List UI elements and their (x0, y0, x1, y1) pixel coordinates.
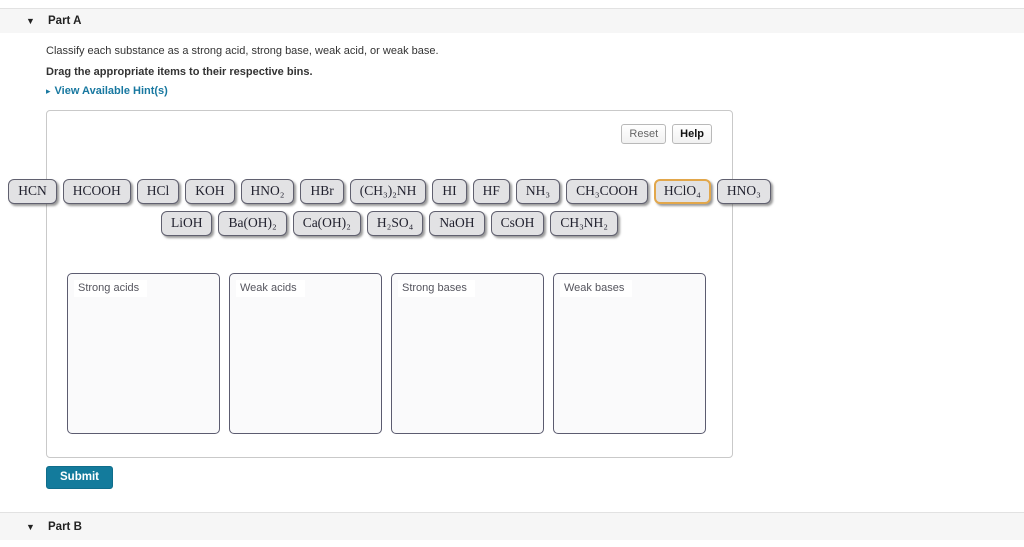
chip-baoh2[interactable]: Ba(OH)₂ (218, 211, 287, 236)
bin-label: Weak bases (560, 280, 633, 297)
bin-strong-bases[interactable]: Strong bases (391, 273, 544, 434)
chip-hcooh[interactable]: HCOOH (62, 179, 131, 204)
chip-hclo4[interactable]: HClO₄ (653, 179, 711, 204)
bin-label: Strong acids (74, 280, 148, 297)
view-hints-link[interactable]: ▸View Available Hint(s) (46, 85, 168, 97)
reset-button[interactable]: Reset (621, 124, 667, 144)
chip-hno3[interactable]: HNO₃ (716, 179, 771, 204)
help-button[interactable]: Help (672, 124, 712, 144)
chip-caoh2[interactable]: Ca(OH)₂ (292, 211, 361, 236)
hint-arrow-icon: ▸ (46, 86, 51, 96)
chip-csoh[interactable]: CsOH (490, 211, 545, 236)
bin-weak-bases[interactable]: Weak bases (553, 273, 706, 434)
hint-link-label: View Available Hint(s) (54, 85, 168, 97)
chip-ch3nh2[interactable]: CH₃NH₂ (550, 211, 618, 236)
activity-toolbar: Reset Help (621, 124, 712, 144)
collapse-part-a-icon[interactable]: ▼ (26, 16, 35, 26)
chip-koh[interactable]: KOH (185, 179, 235, 204)
bin-label: Weak acids (236, 280, 305, 297)
chip-h2so4[interactable]: H₂SO₄ (366, 211, 424, 236)
chip-naoh[interactable]: NaOH (429, 211, 485, 236)
chip-nh3[interactable]: NH₃ (515, 179, 561, 204)
drag-instruction: Drag the appropriate items to their resp… (46, 66, 313, 78)
classify-instruction: Classify each substance as a strong acid… (46, 45, 439, 57)
chip-lioh[interactable]: LiOH (160, 211, 213, 236)
chip-ch3cooh[interactable]: CH₃COOH (566, 179, 648, 204)
part-b-title: Part B (48, 520, 82, 533)
part-b-header: ▼ Part B (0, 512, 1024, 540)
chip-hno2[interactable]: HNO₂ (240, 179, 295, 204)
bin-strong-acids[interactable]: Strong acids (67, 273, 220, 434)
submit-button[interactable]: Submit (46, 466, 113, 489)
chip-hbr[interactable]: HBr (300, 179, 344, 204)
bins-row: Strong acids Weak acids Strong bases Weak b… (67, 273, 706, 434)
bin-label: Strong bases (398, 280, 475, 297)
chip-hcl[interactable]: HCl (136, 179, 180, 204)
part-a-title: Part A (48, 15, 82, 27)
bin-weak-acids[interactable]: Weak acids (229, 273, 382, 434)
chip-ch32nh[interactable]: (CH₃)₂NH (349, 179, 427, 204)
chip-hi[interactable]: HI (432, 179, 467, 204)
chip-hf[interactable]: HF (472, 179, 510, 204)
part-a-header: ▼ Part A (0, 8, 1024, 33)
chip-hcn[interactable]: HCN (8, 179, 57, 204)
collapse-part-b-icon[interactable]: ▼ (26, 521, 35, 532)
